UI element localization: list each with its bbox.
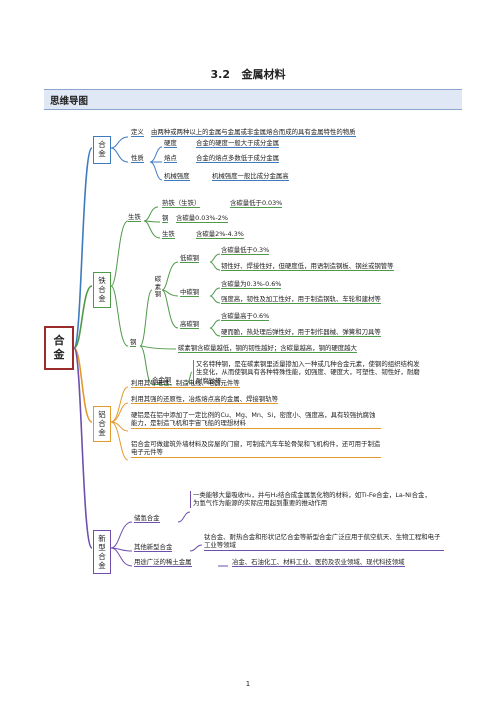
mindmap-banner: 思维导图	[44, 89, 462, 110]
pig-text: 含碳量2%-4.3%	[196, 230, 244, 240]
steel-label: 钢	[162, 214, 169, 224]
root-label: 合金	[53, 334, 65, 361]
aluminum-line-4: 铝合金可做建筑外墙材料及房屋的门窗，可制成汽车车轮骨架和飞机构件，还可用于制造电…	[131, 440, 381, 458]
aluminum-line-3: 硬铝是在铝中添加了一定比例的Cu、Mg、Mn、Si，密度小、强度高，具有较强抗腐…	[131, 411, 381, 429]
cast-iron-text: 含碳量低于0.03%	[230, 199, 283, 209]
definition-label: 定义	[131, 128, 144, 138]
category-new-label: 新型合金	[98, 534, 106, 570]
low-carbon-1: 含碳量低于0.3%	[221, 246, 270, 256]
low-carbon-label: 低碳钢	[180, 254, 200, 264]
category-iron: 铁合金	[93, 272, 111, 308]
category-aluminum-label: 铝合金	[98, 410, 106, 437]
aluminum-line-1: 利用其导电性，制造电线、电器元件等	[131, 379, 240, 389]
page-title: 3.2 金属材料	[0, 66, 496, 82]
hardness-text: 合金的硬度一般大于成分金属	[196, 139, 280, 149]
category-new: 新型合金	[93, 530, 111, 574]
melting-label: 熔点	[164, 154, 177, 164]
root-node: 合金	[44, 326, 74, 370]
page-number: 1	[245, 680, 251, 688]
hydrogen-label: 储氢合金	[134, 514, 160, 524]
category-aluminum: 铝合金	[93, 406, 111, 442]
alloy-steel-label: 合金钢	[152, 376, 172, 386]
melting-text: 合金的熔点多数低于成分金属	[196, 154, 280, 164]
low-carbon-2: 韧性好、焊接性好，但硬度低，用语制造钢板、钢丝或钢管等	[221, 262, 394, 272]
definition-text: 由两种或两种以上的金属与金属或非金属熔合而成的具有金属特性的物质	[151, 128, 356, 138]
banner-label: 思维导图	[50, 96, 89, 107]
pig-label: 生铁	[162, 230, 175, 240]
carbon-steel-label: 碳素钢	[154, 275, 162, 299]
category-alloy-label: 合金	[98, 140, 106, 158]
section-title: 金属材料	[241, 68, 286, 81]
other-alloy-text: 钛合金、耐热合金和形状记忆合金等新型合金广泛应用于航空航天、生物工程和电子工业等…	[204, 533, 444, 551]
pig-iron-label: 生铁	[128, 213, 141, 223]
hydrogen-text: 一类能够大量吸收H₂，并与H₂结合成金属氢化物的材料，如Ti-Fe合金，La-N…	[190, 491, 433, 508]
mid-carbon-label: 中碳钢	[180, 288, 200, 298]
mid-carbon-1: 含碳量为0.3%-0.6%	[221, 280, 282, 290]
strength-text: 机械强度一般比成分金属高	[212, 172, 289, 182]
high-carbon-2: 硬而脆，热处理后弹性好，用于制作器械、弹簧和刀具等	[221, 328, 381, 338]
category-alloy: 合金	[93, 136, 111, 164]
property-label: 性质	[131, 154, 144, 164]
alloy-steel-text: 又名特种钢，是在碳素钢里适量掺加入一种或几种合金元素，使钢的组织结构发生变化，从…	[193, 360, 422, 386]
hardness-label: 硬度	[164, 139, 177, 149]
cast-iron-label: 熟铁（生铁）	[162, 199, 201, 209]
section-number: 3.2	[210, 68, 231, 81]
rare-earth-label: 用途广泛的稀土金属	[134, 558, 192, 568]
strength-label: 机械强度	[164, 172, 190, 182]
rare-earth-text: 冶金、石油化工、材料工业、医药及农业领域、现代科技领域	[232, 558, 405, 568]
steel-text: 含碳量0.03%-2%	[176, 214, 228, 224]
aluminum-line-2: 利用其强的还原性，冶炼熔点高的金属、焊接钢轨等	[131, 395, 278, 405]
carbon-summary: 碳素钢含碳量越低，钢的韧性越好；含碳量越高，钢的硬度越大	[178, 344, 357, 354]
steel-branch-label: 钢	[130, 338, 137, 348]
high-carbon-1: 含碳量高于0.6%	[221, 312, 270, 322]
high-carbon-label: 高碳钢	[180, 320, 200, 330]
other-alloy-label: 其他新型合金	[134, 543, 173, 553]
mid-carbon-2: 强度高，韧性及加工性好，用于制造钢轨、车轮和建材等	[221, 295, 381, 305]
category-iron-label: 铁合金	[98, 276, 106, 303]
